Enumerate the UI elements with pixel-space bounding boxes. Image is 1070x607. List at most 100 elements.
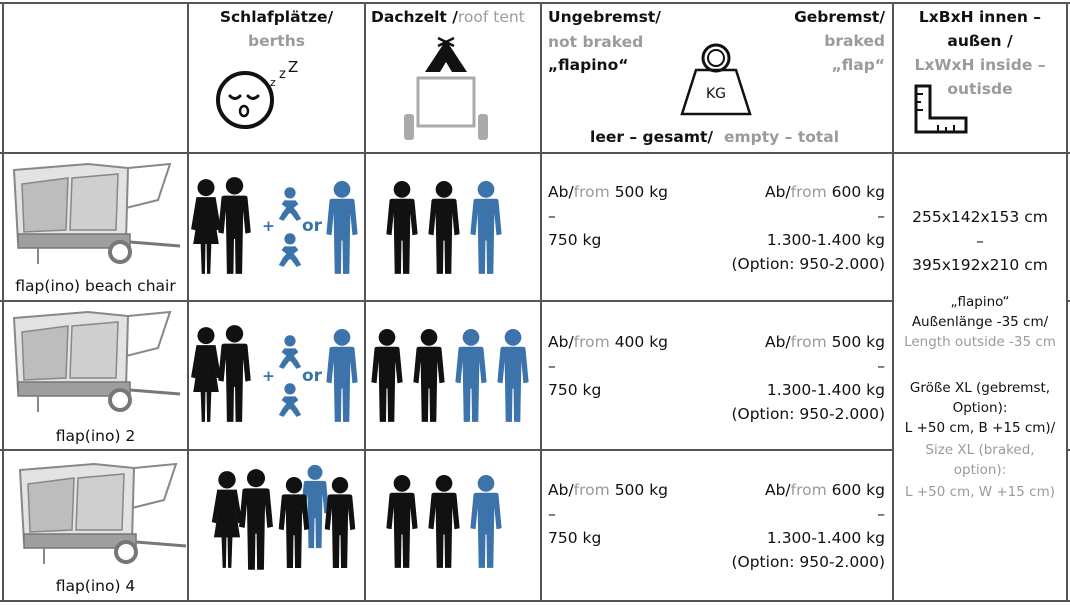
empty-total-de: leer – gesamt/ (590, 128, 714, 146)
model-name: flap(ino) 2 (55, 427, 136, 445)
person-icon (386, 180, 418, 276)
unbraked-ab: Ab/ (548, 183, 574, 201)
person-icon (368, 328, 406, 424)
dims-outside: 395x192x210 cm (912, 256, 1048, 274)
dims-subtitle-1: LxWxH inside – (914, 56, 1046, 74)
unbraked-min: Ab/from 500 kg (548, 478, 668, 502)
unbraked-max: 750 kg (548, 231, 602, 249)
row-divider (0, 300, 1070, 302)
braked-min-value: 600 kg (831, 481, 885, 499)
unbraked-dash: – (548, 207, 556, 225)
unbraked-from: from (573, 183, 610, 201)
braked-max: 1.300-1.400 kg (766, 529, 885, 547)
person-icon (452, 328, 490, 424)
braked-from: from (790, 183, 827, 201)
unbraked-min: Ab/from 400 kg (548, 330, 668, 354)
unbraked-max: 750 kg (548, 529, 602, 547)
dims-subtitle-2: outisde (947, 80, 1013, 98)
dims-title-2: außen / (947, 32, 1013, 50)
unbraked-max: 750 kg (548, 381, 602, 399)
braked-subtitle: braked (824, 32, 885, 50)
unbraked-min-value: 400 kg (614, 333, 669, 351)
svg-text:z: z (279, 67, 286, 82)
braked-min: Ab/from 600 kg (690, 180, 885, 204)
unbraked-from: from (573, 333, 610, 351)
person-icon (218, 324, 251, 424)
xl-en-3: L +50 cm, W +15 cm) (904, 484, 1055, 500)
braked-model: „flap“ (831, 56, 885, 74)
plus-label: + (262, 367, 275, 385)
person-icon (470, 180, 502, 276)
trailer-icon (4, 460, 204, 570)
xl-de-2: Option): (952, 400, 1008, 416)
braked-min-value: 500 kg (831, 333, 885, 351)
berths-subtitle: berths (248, 32, 305, 50)
braked-max: 1.300-1.400 kg (766, 381, 885, 399)
braked-option: (Option: 950-2.000) (731, 405, 885, 423)
person-icon (410, 328, 448, 424)
rooftent-title: Dachzelt /roof tent (371, 6, 525, 29)
berths-title: Schlafplätze/ (219, 8, 334, 26)
unbraked-subtitle: not braked (548, 33, 644, 51)
flapino-en: Length outside -35 cm (904, 334, 1056, 350)
rooftent-title-de: Dachzelt / (371, 8, 458, 26)
xl-en-2: option): (953, 462, 1007, 478)
or-label: or (302, 216, 323, 236)
unbraked-title: Ungebremst/ (548, 8, 661, 26)
person-icon (386, 474, 418, 570)
unbraked-dash: – (548, 505, 556, 523)
col-divider (187, 2, 189, 602)
svg-text:Z: Z (288, 60, 298, 76)
baby-icon (276, 186, 304, 224)
unbraked-min-value: 500 kg (614, 183, 669, 201)
person-icon (428, 474, 460, 570)
braked-from: from (790, 333, 827, 351)
kg-weight-icon (676, 40, 756, 118)
person-icon (470, 474, 502, 570)
braked-ab: Ab/ (764, 183, 791, 201)
dims-inside: 255x142x153 cm (912, 208, 1048, 226)
model-name: flap(ino) beach chair (15, 277, 176, 295)
person-icon (322, 476, 358, 570)
or-label: or (302, 366, 323, 386)
row-divider (0, 152, 1070, 154)
person-icon (326, 180, 358, 276)
person-icon (428, 180, 460, 276)
col-divider (1066, 2, 1068, 602)
sleeping-face-icon: z z Z (215, 60, 305, 132)
trailer-icon (8, 160, 188, 270)
person-icon (494, 328, 532, 424)
dims-dash: – (976, 232, 984, 250)
col-divider (364, 2, 366, 602)
row-divider (0, 2, 1070, 4)
empty-total-en: empty – total (724, 128, 840, 146)
merged-cell-mask (894, 154, 1066, 600)
dims-title-1: LxBxH innen – (918, 8, 1042, 26)
person-icon (218, 176, 251, 276)
person-icon (326, 328, 358, 424)
baby-icon (276, 382, 304, 420)
svg-text:z: z (270, 76, 276, 89)
xl-de-1: Größe XL (gebremst, (909, 380, 1051, 396)
person-icon (276, 476, 312, 570)
kg-weight-label: KG (705, 86, 727, 102)
tent-trailer-icon (400, 34, 492, 144)
ruler-square-icon (912, 82, 970, 136)
xl-de-3: L +50 cm, B +15 cm)/ (904, 420, 1056, 436)
plus-label: + (262, 217, 275, 235)
flapino-label: „flapino“ (950, 294, 1010, 310)
braked-ab: Ab/ (764, 481, 791, 499)
col-divider (892, 2, 894, 602)
unbraked-min-value: 500 kg (614, 481, 669, 499)
xl-en-1: Size XL (braked, (925, 442, 1035, 458)
braked-option: (Option: 950-2.000) (731, 255, 885, 273)
braked-title: Gebremst/ (794, 8, 885, 26)
unbraked-dash: – (548, 357, 556, 375)
col-divider (540, 2, 542, 602)
braked-dash: – (877, 505, 885, 523)
braked-min-value: 600 kg (831, 183, 885, 201)
col-divider (2, 2, 4, 602)
braked-max: 1.300-1.400 kg (766, 231, 885, 249)
braked-from: from (790, 481, 827, 499)
rooftent-title-en: roof tent (457, 8, 525, 26)
